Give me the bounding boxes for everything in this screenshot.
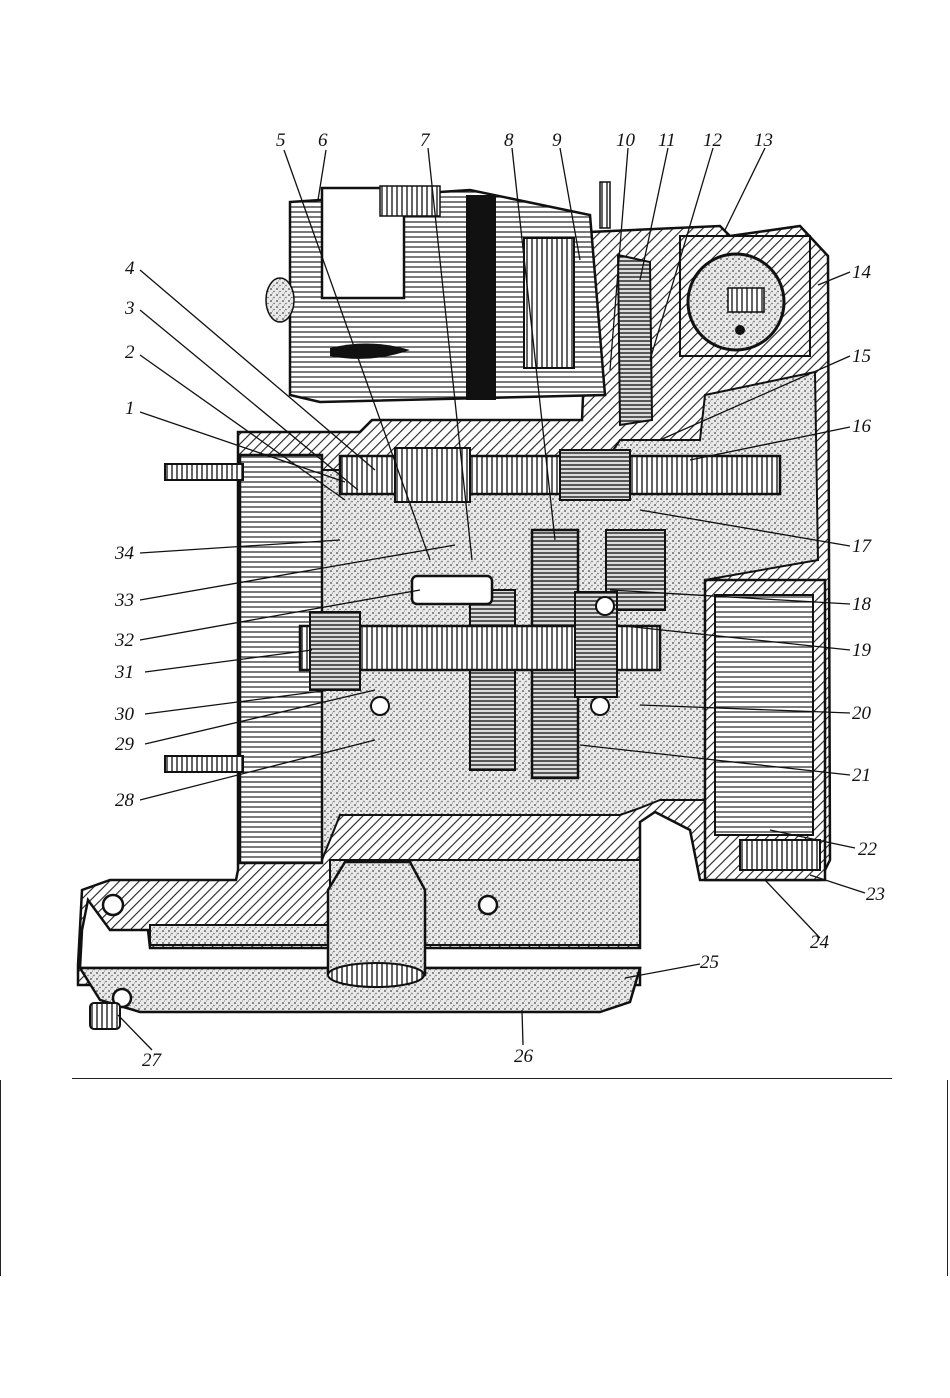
callout-6: 6 [318, 130, 328, 151]
round-dial-housing [680, 236, 810, 356]
callout-34: 34 [114, 543, 135, 564]
empty-caption-frame [0, 1078, 948, 1276]
callout-23: 23 [866, 884, 885, 905]
top-motor-assembly [266, 182, 610, 402]
callout-3: 3 [124, 298, 135, 319]
callout-17: 17 [852, 536, 873, 557]
callout-22: 22 [858, 839, 878, 860]
callout-29: 29 [115, 734, 135, 755]
callout-20: 20 [852, 703, 872, 724]
callout-33: 33 [114, 590, 134, 611]
callout-4: 4 [125, 258, 135, 279]
callout-11: 11 [658, 130, 676, 151]
callout-30: 30 [114, 704, 135, 725]
callout-27: 27 [142, 1050, 163, 1071]
callout-13: 13 [754, 130, 773, 151]
callout-28: 28 [115, 790, 135, 811]
callout-2: 2 [125, 342, 135, 363]
callout-21: 21 [852, 765, 871, 786]
callout-10: 10 [616, 130, 636, 151]
callout-9: 9 [552, 130, 562, 151]
callout-16: 16 [852, 416, 872, 437]
callout-5: 5 [276, 130, 286, 151]
callout-12: 12 [703, 130, 723, 151]
callout-14: 14 [852, 262, 872, 283]
callout-15: 15 [852, 346, 871, 367]
callout-19: 19 [852, 640, 872, 661]
callout-24: 24 [810, 932, 830, 953]
callout-32: 32 [114, 630, 135, 651]
callout-8: 8 [504, 130, 514, 151]
callout-31: 31 [114, 662, 134, 683]
callout-7: 7 [420, 130, 431, 151]
callout-26: 26 [514, 1046, 534, 1067]
callout-1: 1 [125, 398, 135, 419]
callout-18: 18 [852, 594, 872, 615]
right-cartridge-block [705, 580, 825, 880]
callout-25: 25 [700, 952, 719, 973]
gearbox-cross-section-drawing: 1 2 3 4 5 6 7 8 9 10 11 12 13 14 15 16 1… [0, 0, 950, 1080]
